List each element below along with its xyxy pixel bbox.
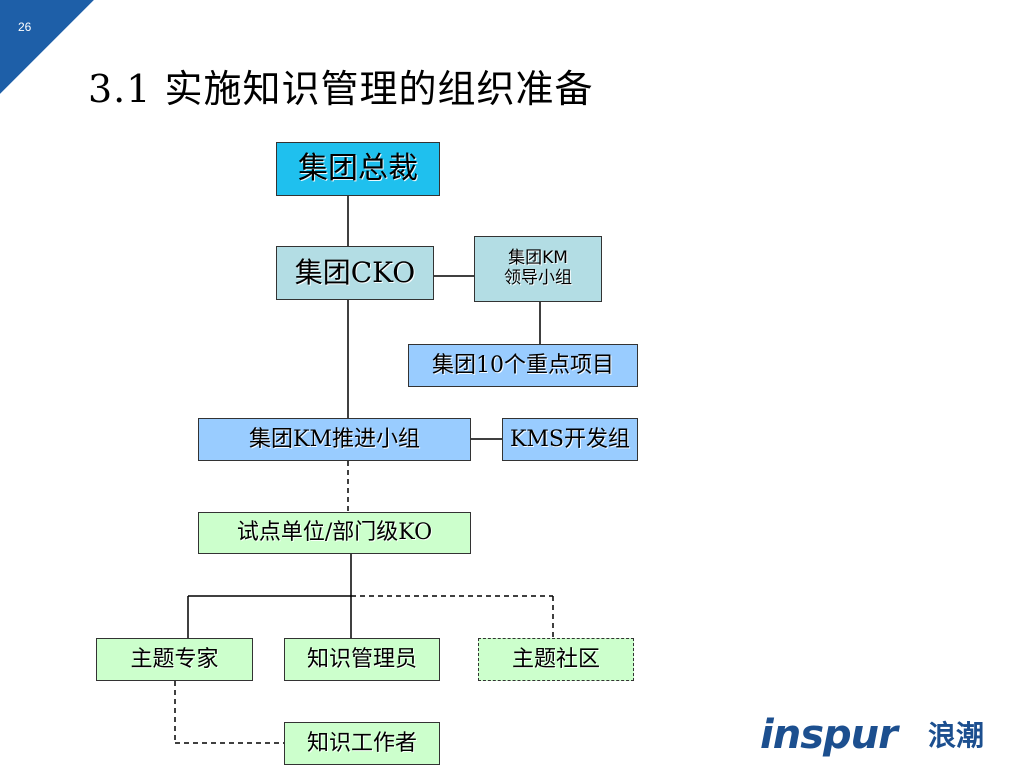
node-president: 集团总裁 [276, 142, 440, 196]
node-km-leadership: 集团KM 领导小组 [474, 236, 602, 302]
node-subject-community-label: 主题社区 [511, 646, 600, 672]
node-pilot-units-label: 试点单位/部门级KO [236, 520, 433, 546]
node-key-projects-label: 集团10个重点项目 [432, 352, 614, 378]
node-subject-experts-label: 主题专家 [130, 646, 219, 672]
node-president-label: 集团总裁 [298, 150, 418, 186]
page-number: 26 [18, 20, 32, 34]
node-km-promotion: 集团KM推进小组 [198, 418, 471, 461]
node-subject-experts: 主题专家 [96, 638, 253, 681]
node-kms-dev-label: KMS开发组 [509, 426, 631, 452]
logo-brand-en: inspur [760, 712, 898, 758]
node-subject-community: 主题社区 [478, 638, 634, 681]
node-key-projects: 集团10个重点项目 [408, 344, 638, 387]
node-km-promotion-label: 集团KM推进小组 [249, 426, 420, 452]
node-kms-dev: KMS开发组 [502, 418, 638, 461]
node-km-leadership-line2: 领导小组 [504, 268, 572, 288]
slide-title: 3.1 实施知识管理的组织准备 [88, 67, 594, 111]
node-knowledge-workers: 知识工作者 [284, 722, 440, 765]
node-knowledge-workers-label: 知识工作者 [306, 730, 417, 756]
node-cko-label: 集团CKO [294, 255, 416, 289]
node-km-leadership-line1: 集团KM [508, 248, 568, 269]
node-pilot-units: 试点单位/部门级KO [198, 512, 471, 554]
inspur-logo: inspur 浪潮 [760, 712, 1000, 764]
node-knowledge-managers-label: 知识管理员 [306, 646, 417, 672]
node-cko: 集团CKO [276, 246, 434, 300]
logo-brand-cn: 浪潮 [928, 719, 985, 752]
node-knowledge-managers: 知识管理员 [284, 638, 440, 681]
corner-triangle [0, 0, 96, 96]
